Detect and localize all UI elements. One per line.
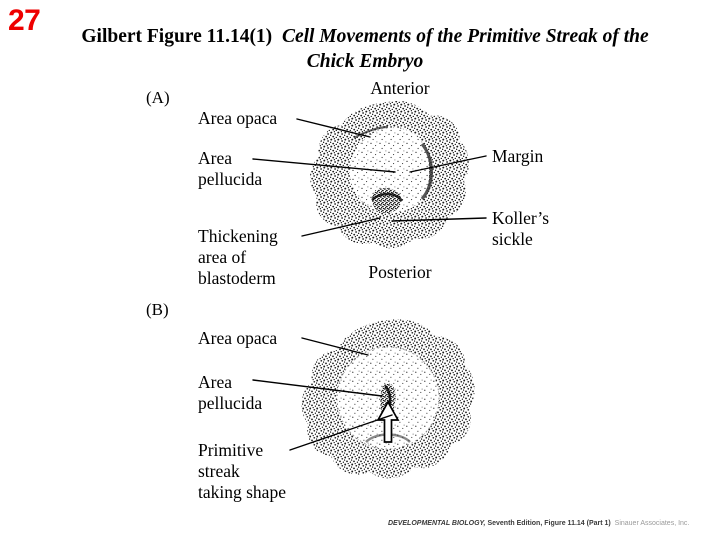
- title-italic-line2: Streak of the Chick Embryo: [306, 26, 649, 72]
- figure-credit: DEVELOPMENTAL BIOLOGY, Seventh Edition, …: [388, 519, 689, 528]
- area-pellucida-region-a: [288, 96, 488, 268]
- credit-book-title: DEVELOPMENTAL BIOLOGY,: [388, 520, 486, 527]
- title-italic-line1: Cell Movements of the Primitive: [281, 26, 541, 47]
- panel-label-b: (B): [146, 300, 169, 319]
- credit-publisher: Sinauer Associates, Inc.: [614, 520, 690, 527]
- label-kollers-sickle: Koller’s sickle: [492, 208, 550, 249]
- label-area-pellucida-b: Area pellucida: [198, 372, 263, 413]
- embryo-diagram-b: [288, 316, 488, 506]
- kollers-sickle-edge-a: [371, 192, 403, 202]
- label-margin: Margin: [492, 146, 544, 166]
- title-prefix: Gilbert Figure 11.14(1): [81, 26, 273, 47]
- panel-label-a: (A): [146, 88, 170, 107]
- label-primitive-streak-taking-shape: Primitive streak taking shape: [198, 440, 286, 502]
- embryo-diagram-a: [288, 96, 488, 268]
- area-pellucida-rim-b: [336, 346, 440, 450]
- title-spacer: [272, 26, 282, 47]
- label-thickening-area-of-blastoderm: Thickening area of blastoderm: [198, 226, 278, 288]
- label-area-pellucida-a: Area pellucida: [198, 148, 263, 189]
- label-area-opaca-a: Area opaca: [198, 108, 278, 128]
- label-area-opaca-b: Area opaca: [198, 328, 278, 348]
- anterior-label: Anterior: [370, 78, 430, 98]
- slide-number: 27: [8, 4, 41, 37]
- credit-edition: Seventh Edition, Figure 11.14 (Part 1): [485, 520, 611, 527]
- page-title: Gilbert Figure 11.14(1) Cell Movements o…: [60, 24, 670, 74]
